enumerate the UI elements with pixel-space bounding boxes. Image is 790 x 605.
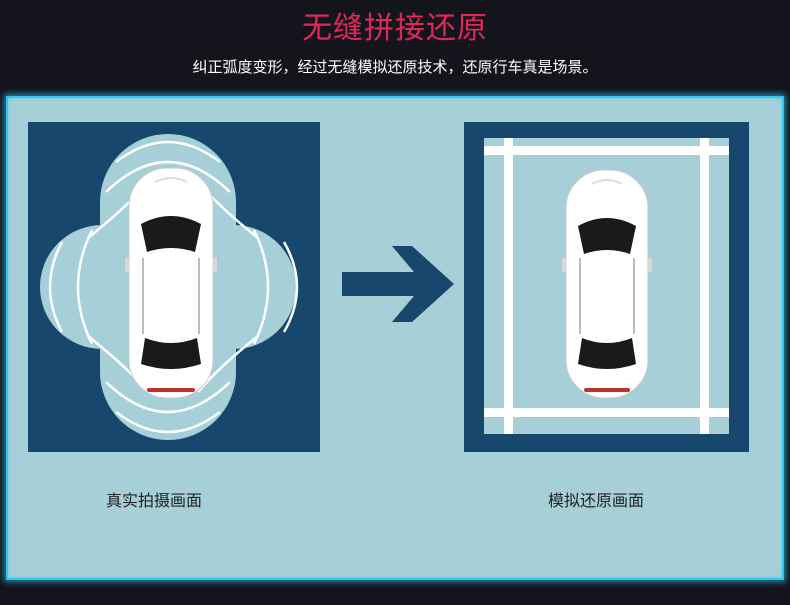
real-capture-caption: 真实拍摄画面	[106, 491, 203, 510]
car-top-view-icon	[562, 169, 652, 399]
fisheye-circles	[40, 134, 299, 440]
page-title: 无缝拼接还原	[302, 11, 488, 46]
car-top-view-icon	[125, 167, 217, 399]
real-capture-view	[28, 122, 320, 452]
simulated-view	[464, 122, 749, 452]
comparison-panel: 真实拍摄画面 模拟还原画面	[6, 96, 784, 580]
page-subtitle: 纠正弧度变形，经过无缝模拟还原技术，还原行车真是场景。	[192, 58, 598, 76]
right-arrow-icon	[342, 242, 460, 326]
parking-lines	[484, 138, 729, 434]
parking-space	[484, 138, 729, 434]
simulated-caption: 模拟还原画面	[548, 491, 645, 510]
